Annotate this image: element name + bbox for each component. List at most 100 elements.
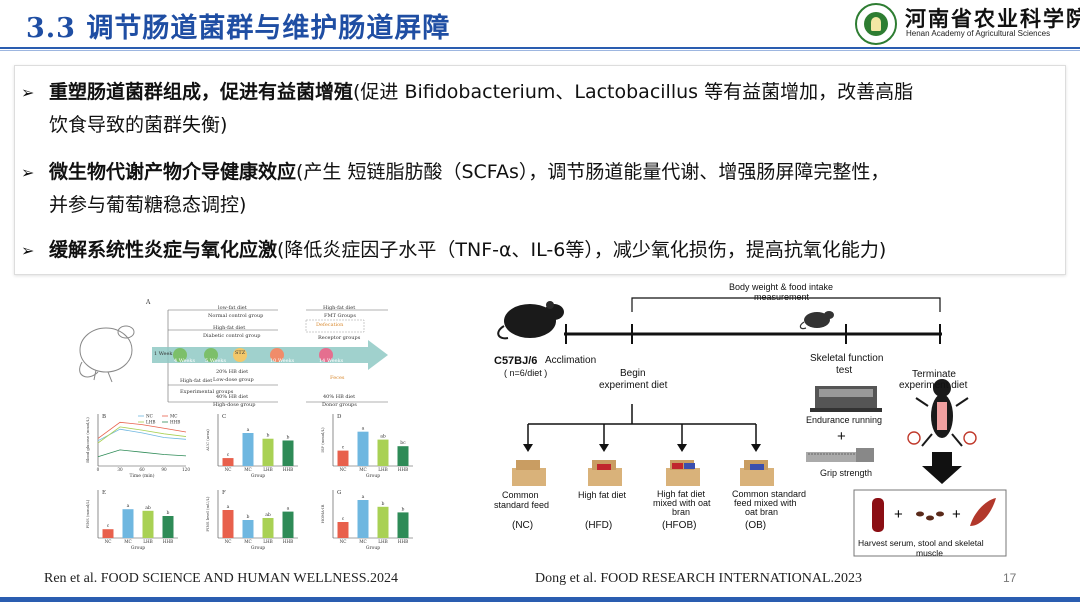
arrow-bullet-icon: ➢: [21, 163, 35, 182]
tick-label: MC: [244, 467, 252, 472]
tick-label: MC: [124, 539, 132, 544]
panel-label-b: B: [102, 414, 106, 420]
small-mouse-icon: [799, 311, 834, 330]
body-weight-label: Body weight & food intake: [729, 282, 834, 292]
measurement-bracket: [631, 297, 941, 312]
feed-pile-hfob-icon: [666, 460, 700, 486]
sig-label: a: [362, 495, 365, 500]
sig-label: a: [247, 428, 250, 433]
sig-label: a: [287, 507, 290, 512]
legend-label-nc: NC: [146, 414, 153, 419]
bullet-text: (促进 Bifidobacterium、Lactobacillus 等有益菌增加…: [353, 81, 914, 103]
bullet-bold: 微生物代谢产物介导健康效应: [49, 161, 297, 183]
skeletal-test-label-2: test: [836, 365, 853, 376]
diet-ob-label-1: Common standard: [732, 489, 807, 499]
diet-nc-code: (NC): [512, 520, 534, 531]
sig-label: b: [287, 434, 290, 440]
black-mouse-icon: [497, 301, 564, 340]
svg-text:+: +: [952, 506, 961, 523]
acclimation-label: Acclimation: [545, 355, 597, 366]
tick-label: NC: [225, 539, 232, 544]
mouse-strain-label: C57BJ/6: [494, 355, 538, 367]
timeline-week-10: 10 Weeks: [270, 358, 295, 364]
x-axis-label: Group: [366, 473, 380, 479]
label-experimental: Experimental groups: [180, 389, 234, 395]
diet-hfob-code: (HFOB): [662, 520, 697, 531]
y-axis-label: Blood glucose (mmol/L): [85, 417, 90, 463]
panel-label-d: D: [337, 414, 342, 420]
serum-tube-icon: [872, 498, 884, 532]
bar-lhb: [377, 439, 389, 466]
bullet-item-3: ➢ 缓解系统性炎症与氧化应激(降低炎症因子水平（TNF-α、IL-6等），减少氧…: [15, 234, 1055, 267]
bar-mc: [242, 520, 254, 538]
sig-label: ab: [265, 512, 271, 518]
label-defecation: Defecation: [316, 322, 344, 328]
bullet-text: (产生 短链脂肪酸（SCFAs），调节肠道能量代谢、增强肠屏障完整性，: [296, 161, 890, 183]
sig-label: b: [167, 510, 170, 516]
plus-sign: +: [837, 428, 846, 445]
x-axis-label: Time (min): [130, 472, 155, 479]
bar-nc: [337, 450, 349, 466]
tick-label: MC: [359, 467, 367, 472]
tick-label: HHB: [163, 539, 173, 544]
label-high-fat-lower: High-fat diet: [180, 378, 213, 384]
bullet-item-1: ➢ 重塑肠道菌群组成，促进有益菌增殖(促进 Bifidobacterium、La…: [15, 76, 1055, 142]
mouse-sketch-icon: [79, 325, 135, 383]
down-arrow: [922, 452, 962, 484]
diet-hfob-label-3: bran: [672, 507, 691, 517]
diet-hfd-label-1: High fat diet: [578, 490, 627, 500]
harvest-label: Harvest serum, stool and skeletal: [858, 538, 984, 548]
tick-label: NC: [340, 467, 347, 472]
x-axis-label: Group: [251, 473, 265, 479]
label-low-dose: Low-dose group: [213, 377, 254, 383]
sig-label: b: [382, 501, 385, 507]
diet-hfd-code: (HFD): [585, 520, 613, 531]
skeletal-test-label: Skeletal function: [810, 353, 884, 364]
label-normal-group: Normal control group: [208, 313, 264, 319]
time-tick: 120: [182, 467, 190, 472]
diet-ob-label-2: feed mixed with: [734, 498, 797, 508]
label-high-fat-right: High-fat diet: [323, 305, 356, 311]
feed-pile-ob-icon: [740, 460, 774, 486]
label-hb40-right: 40% HB diet: [323, 394, 356, 400]
label-high-fat-upper: High-fat diet: [213, 325, 246, 331]
sig-label: bc: [400, 440, 406, 446]
figure-ren-2024: A low-fat diet Normal control group High…: [68, 290, 428, 555]
sig-label: c: [227, 453, 230, 458]
y-axis-label: FINS (mmol/L): [85, 499, 90, 528]
bar-hhb: [282, 511, 294, 538]
sig-label: a: [127, 504, 130, 509]
diet-hfob-label-1: High fat diet: [657, 489, 706, 499]
bar-nc: [102, 529, 114, 538]
label-fmt-groups: FMT Groups: [324, 313, 356, 319]
sig-label: b: [247, 514, 250, 520]
title-underline-thin: [0, 50, 1080, 51]
panel-label-g: G: [337, 490, 341, 496]
y-axis-label: AUC (area): [205, 429, 210, 452]
figure-dong-2023: + + Body weight & food intake measuremen…: [492, 276, 1012, 568]
citation-ren: Ren et al. FOOD SCIENCE AND HUMAN WELLNE…: [44, 571, 399, 586]
diet-hfob-label-2: mixed with oat: [653, 498, 711, 508]
panel-label-e: E: [102, 490, 106, 496]
feed-pile-nc-icon: [512, 460, 546, 486]
bar-nc: [222, 510, 234, 538]
org-name-cn: 河南省农业科学院: [905, 6, 1080, 31]
sig-label: c: [342, 517, 345, 522]
bar-nc: [222, 458, 234, 466]
label-donor: Donor groups: [322, 402, 357, 408]
timeline-stz: STZ: [235, 350, 246, 356]
time-tick: 90: [161, 467, 167, 472]
y-axis-label: FINS level (mU/L): [205, 496, 210, 532]
endurance-label: Endurance running: [806, 415, 883, 425]
label-feces: Feces: [330, 375, 345, 381]
panel-label-c: C: [222, 414, 226, 420]
sig-label: ab: [145, 505, 151, 511]
org-name-en: Henan Academy of Agricultural Sciences: [906, 29, 1051, 38]
bar-hhb: [397, 446, 409, 466]
page-number: 17: [1003, 571, 1017, 585]
bar-mc: [357, 500, 369, 538]
diet-nc-label-2: standard feed: [494, 500, 550, 510]
tick-label: NC: [340, 539, 347, 544]
tick-label: LHB: [263, 467, 273, 472]
